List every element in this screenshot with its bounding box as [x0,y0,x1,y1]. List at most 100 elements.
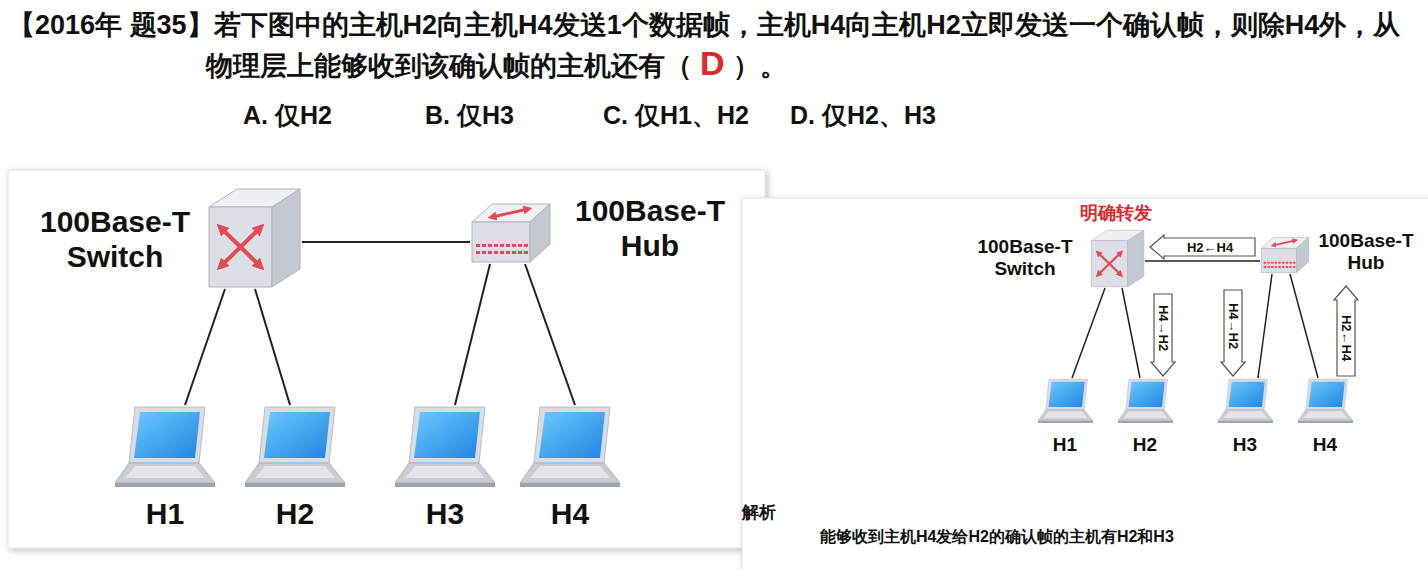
option-text: C. 仅H1、H2 [603,100,749,130]
laptop-edge [520,483,620,487]
hub-port [1278,266,1280,268]
hub-port [1289,266,1291,268]
hub-port [1275,266,1277,268]
switch-arrow [241,247,261,266]
note-text: 明确转发 [1080,203,1152,225]
switch-arrow [1109,264,1120,275]
answer-letter: D [700,44,725,82]
laptop-edge [1038,421,1093,423]
host-node: H2 [1118,378,1173,458]
switch-side [1128,230,1144,287]
section-heading: 解析 [742,503,776,523]
hub-port [1289,262,1291,264]
node-text-box: H2 [245,497,345,532]
explanation-text: 能够收到主机H4发给H2的确认帧的主机有H2和H3 [820,527,1174,546]
hub-port [1264,262,1266,264]
hub-port [482,244,486,247]
switch-icon [1090,228,1145,288]
node-text-box: H4 [520,497,620,532]
laptop-display [134,412,200,458]
laptop-display [1308,382,1344,407]
laptop-display [1128,382,1164,407]
switch-front [1091,241,1127,287]
block-arrow [1150,235,1255,259]
laptop-edge [245,483,345,487]
hub-port [494,244,498,247]
host-node: H3 [1218,378,1273,458]
network-link [185,289,225,405]
right-panel [742,198,1428,569]
hub-port [512,244,516,247]
laptop-icon [1218,378,1273,423]
node-text-box: H2 [1118,434,1173,456]
block-arrow [1221,290,1245,376]
host-node: H2 [245,405,345,535]
node-label: 100Base-T Hub [1310,230,1422,274]
block-arrow [1334,286,1358,376]
laptop-display [1048,382,1084,407]
laptop-base [395,463,495,483]
hub-port [500,251,504,254]
laptop-icon [395,405,495,487]
node-label: H2 [1118,434,1173,456]
laptop-display [539,412,605,458]
node-text-box: H4 [1298,434,1353,456]
hub-port [1293,266,1295,268]
node-label: H2 [245,497,345,532]
host-node: H3 [395,405,495,535]
laptop-screen-frame [409,407,485,463]
hub-port [1293,262,1295,264]
hub-port [476,251,480,254]
hub-port [476,244,480,247]
node-text-box: H3 [395,497,495,532]
node-label: H4 [520,497,620,532]
hub-port [524,251,528,254]
switch-arrow [1098,253,1109,264]
switch-side [272,189,300,287]
laptop-screen-frame [534,407,610,463]
node-text-box: 100Base-T Switch [20,205,210,274]
hub-port [488,251,492,254]
node-text-box: H1 [115,497,215,532]
laptop-screen-frame [1045,379,1087,410]
hub-port [1282,262,1284,264]
network-link [1122,288,1140,378]
hub-port [1264,266,1266,268]
laptop-display [1228,382,1264,407]
laptop-keyboard [1043,411,1087,418]
host-node: H4 [520,405,620,535]
laptop-icon [245,405,345,487]
question-header: 【2016年 题35】若下图中的主机H2向主机H4发送1个数据帧，主机H4向主机… [8,6,1422,85]
node-label: H1 [1038,434,1093,456]
hub-port [494,251,498,254]
host-node: H4 [1298,378,1353,458]
laptop-display [264,412,330,458]
laptop-screen-frame [1125,379,1167,410]
node-text-box: 100Base-T Hub [560,194,740,263]
arrow-label: H2←H4 [1187,241,1233,254]
node-label: H3 [395,497,495,532]
network-link [302,241,470,243]
hub-icon [470,192,552,264]
switch-icon [207,185,302,289]
hub-side [1297,237,1309,272]
hub-port [518,244,522,247]
arrow-label: H4→H2 [1157,305,1170,351]
laptop-edge [395,483,495,487]
laptop-screen-frame [259,407,335,463]
hub-port [1278,262,1280,264]
hub-port [482,251,486,254]
laptop-edge [1218,421,1273,423]
block-arrow [1151,294,1175,376]
left-panel [8,170,765,548]
hub-arrow [1273,240,1295,245]
network-link [255,289,290,405]
hub-side [530,204,550,262]
switch-node: 100Base-T Switch [965,228,1145,288]
laptop-screen-frame [1225,379,1267,410]
node-label: 100Base-T Hub [560,194,740,263]
node-label: 100Base-T Switch [965,236,1085,280]
hub-port [500,244,504,247]
hub-front [472,222,530,262]
host-node: H1 [1038,378,1093,458]
